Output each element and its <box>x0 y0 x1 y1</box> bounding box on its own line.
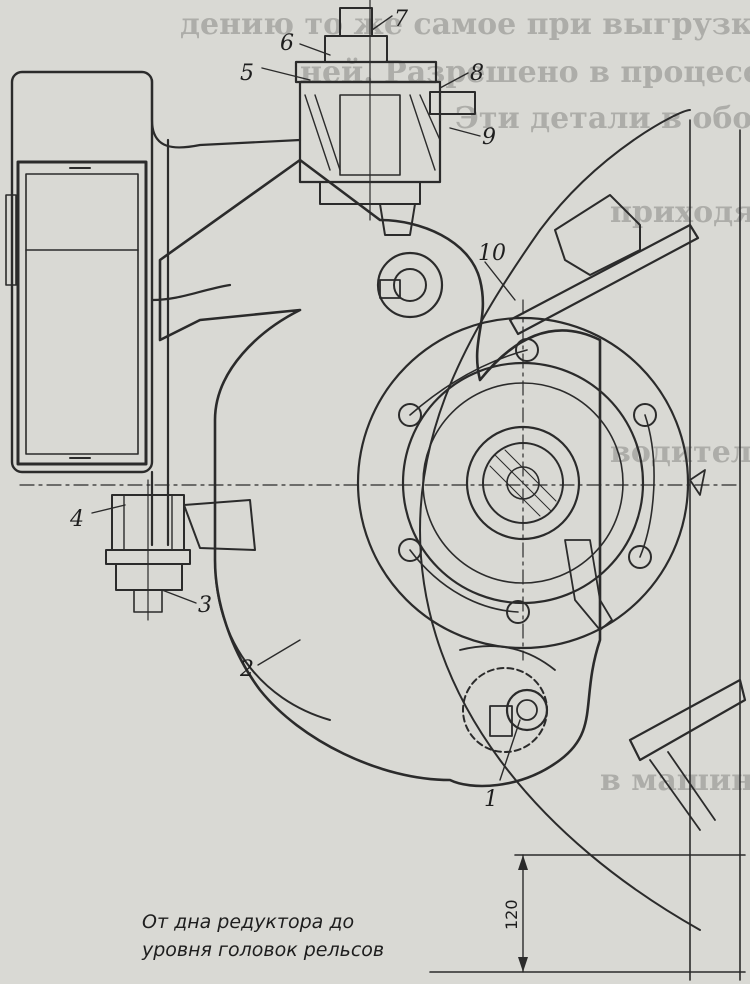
bleed-line-6: в машине <box>600 763 750 798</box>
bleed-line-5: водитель <box>610 435 750 470</box>
caption-line-2: уровня головок рельсов <box>141 939 384 961</box>
top-bushing-assembly <box>294 0 476 236</box>
lower-pivot <box>462 667 549 753</box>
label-part-10: 10 <box>478 241 506 266</box>
label-part-8: 8 <box>470 61 484 86</box>
dimension-120: 120 <box>429 854 746 973</box>
dimension-value: 120 <box>502 899 521 930</box>
bleed-line-2: ней. Разрешено в процессе <box>300 55 750 90</box>
label-part-1: 1 <box>484 787 498 812</box>
wheel-outline <box>419 109 741 981</box>
gear-flange <box>19 299 741 661</box>
leader-lines <box>91 15 521 781</box>
flange-bolt <box>398 538 422 562</box>
part-labels: 1 2 3 4 5 6 7 8 9 10 <box>69 7 506 812</box>
label-part-9: 9 <box>482 125 496 150</box>
flange-bolts <box>398 338 657 624</box>
label-part-6: 6 <box>280 31 294 56</box>
label-part-7: 7 <box>394 7 408 32</box>
label-part-3: 3 <box>198 593 212 618</box>
label-part-2: 2 <box>239 657 254 682</box>
caption-line-1: От дна редуктора до <box>142 911 354 933</box>
bleed-line-3: Эти детали в обороте <box>455 101 750 136</box>
label-part-5: 5 <box>240 61 254 86</box>
flange-bolt <box>398 403 422 427</box>
guard-plates <box>508 194 747 831</box>
label-part-4: 4 <box>69 507 84 532</box>
bolt-assembly-3-4 <box>105 479 256 621</box>
bracket-frame <box>5 70 302 547</box>
figure-caption: От дна редуктора до уровня головок рельс… <box>141 911 384 961</box>
flange-bolt <box>515 338 539 362</box>
housing-part-2 <box>158 158 602 788</box>
flange-bolt <box>628 545 652 569</box>
bleed-line-1: дению то же самое при выгрузке <box>180 7 750 42</box>
flange-bolt <box>506 600 530 624</box>
flange-bolt <box>633 403 657 427</box>
upper-pivot <box>376 251 444 319</box>
bleed-line-4: приходят <box>610 195 750 230</box>
bleed-through-text: дению то же самое при выгрузке ней. Разр… <box>180 7 750 798</box>
